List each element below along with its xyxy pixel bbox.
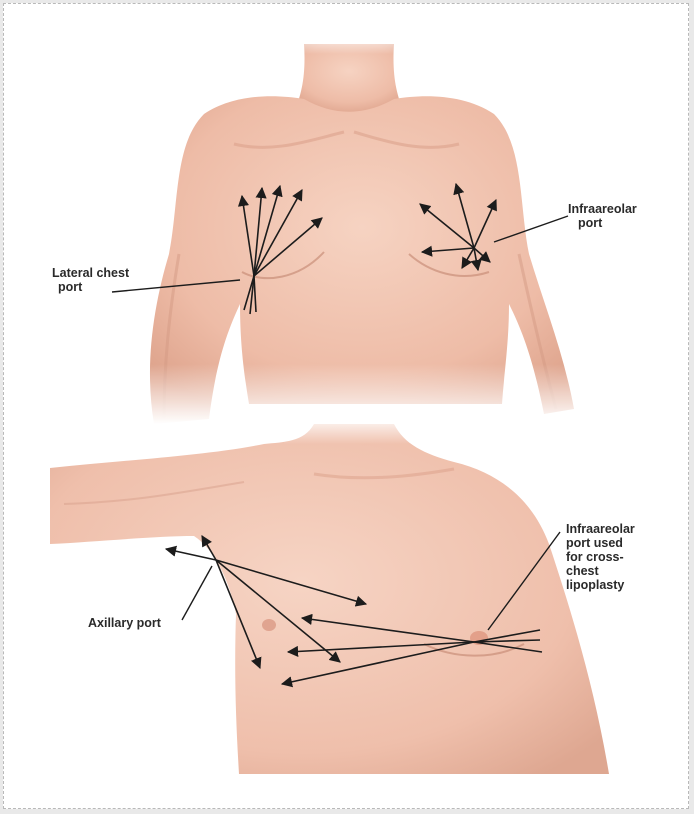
figure-frame: Lateral chest port Infraareolar port Axi… [3, 3, 689, 809]
cross-chest-line-5: lipoplasty [566, 578, 635, 592]
lateral-chest-port-line-2: port [52, 280, 129, 294]
axillary-port-line-1: Axillary port [88, 616, 161, 630]
cross-chest-line-4: chest [566, 564, 635, 578]
cross-chest-line-2: port used [566, 536, 635, 550]
axillary-port-label: Axillary port [88, 616, 161, 630]
infraareolar-port-label: Infraareolar port [568, 202, 637, 230]
axillary-pointer [182, 566, 212, 620]
cross-chest-line-3: for cross- [566, 550, 635, 564]
cross-chest-port-label: Infraareolar port used for cross- chest … [566, 522, 635, 592]
anatomy-illustration [4, 4, 690, 810]
bottom-torso-figure [50, 416, 609, 774]
infraareolar-port-line-1: Infraareolar [568, 202, 637, 216]
top-torso-figure [104, 32, 604, 424]
lateral-chest-port-line-1: Lateral chest [52, 266, 129, 280]
lateral-chest-port-label: Lateral chest port [52, 266, 129, 294]
cross-chest-line-1: Infraareolar [566, 522, 635, 536]
infraareolar-port-line-2: port [568, 216, 637, 230]
